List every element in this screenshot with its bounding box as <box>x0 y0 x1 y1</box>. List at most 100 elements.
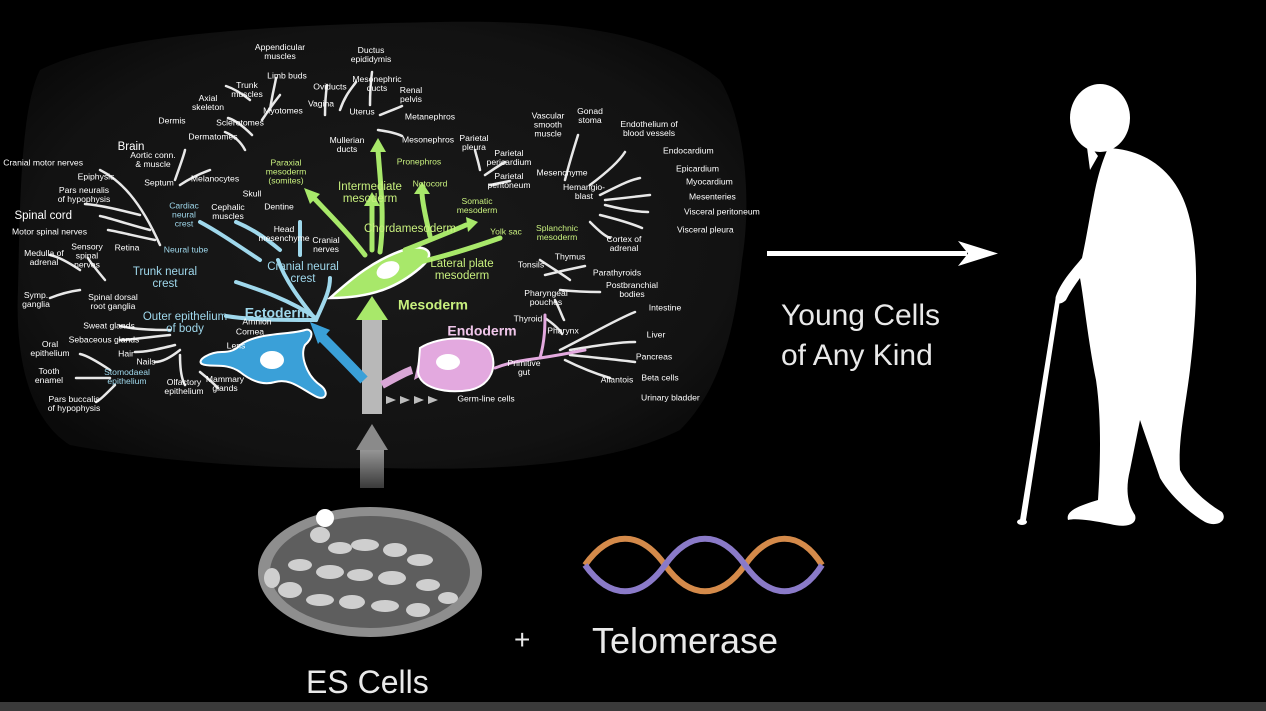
endoderm-arrow <box>380 366 414 389</box>
label-renal-pelvis: Renal pelvis <box>399 84 423 104</box>
plus-caption: + <box>514 624 531 655</box>
label-intermediate-mesoderm: Intermediate mesoderm <box>338 180 402 205</box>
label-mesonephros: Mesonephros <box>401 134 455 145</box>
right-arrow <box>767 241 998 266</box>
stem-upper-arrowhead <box>356 296 388 320</box>
label-skull: Skull <box>242 188 262 199</box>
label-mullerian-ducts: Mullerian ducts <box>329 134 365 154</box>
label-sebaceous-glands: Sebaceous glands <box>68 334 140 345</box>
label-pancreas: Pancreas <box>635 351 673 362</box>
label-notocord: Notocord <box>412 178 448 189</box>
stem-upper <box>362 318 382 414</box>
label-symp-ganglia: Symp. ganglia <box>22 289 50 309</box>
label-endoderm: Endoderm <box>447 322 517 339</box>
label-appendicular-muscles: Appendicular muscles <box>254 41 306 61</box>
label-somatic-mesoderm: Somatic mesoderm <box>456 195 498 215</box>
label-cranial-neural-crest: Cranial neural crest <box>267 260 339 285</box>
label-limb-buds: Limb buds <box>267 70 307 81</box>
label-epiphysis: Epiphysis <box>77 171 115 182</box>
label-outer-epithelium-of-body: Outer epithelium of body <box>142 310 228 335</box>
label-germ-line-cells: Germ-line cells <box>457 393 515 404</box>
label-endocardium: Endocardium <box>663 145 714 156</box>
endoderm-branches <box>493 313 587 370</box>
label-visceral-peritoneum: Visceral peritoneum <box>684 206 760 217</box>
label-ectoderm: Ectoderm <box>244 304 310 321</box>
label-oviducts: Oviducts <box>313 81 347 92</box>
label-postbranchial-bodies: Postbranchial bodies <box>605 279 659 299</box>
label-stomodaeal-epithelium: Stomodaeal epithelium <box>104 366 150 386</box>
label-retina: Retina <box>114 242 140 253</box>
label-beta-cells: Beta cells <box>641 372 679 383</box>
label-head-mesenchyme: Head mesenchyme <box>258 223 310 243</box>
label-pronephros: Pronephros <box>396 156 442 167</box>
label-visceral-pleura: Visceral pleura <box>677 224 734 235</box>
label-mesoderm: Mesoderm <box>397 296 469 313</box>
ectoderm-cell <box>199 328 327 399</box>
label-dentine: Dentine <box>264 201 294 212</box>
label-mesenteries: Mesenteries <box>689 191 736 202</box>
label-neural-tube: Neural tube <box>163 244 209 255</box>
ectoderm-branches <box>198 220 332 322</box>
label-metanephros: Metanephros <box>404 111 456 122</box>
white-branches <box>48 70 652 404</box>
label-gonad-stoma: Gonad stoma <box>577 105 603 125</box>
label-epicardium: Epicardium <box>676 163 719 174</box>
label-pars-neuralis: Pars neuralis of hypophysis <box>57 184 111 204</box>
label-vascular-smooth-muscle: Vascular smooth muscle <box>531 110 565 139</box>
label-trunk-neural-crest: Trunk neural crest <box>132 265 198 290</box>
label-cranial-nerves: Cranial nerves <box>312 234 340 254</box>
label-trunk-muscles: Trunk muscles <box>231 79 263 99</box>
label-dermis: Dermis <box>158 115 186 126</box>
label-sensory-spinal-nerves: Sensory spinal nerves <box>71 241 103 270</box>
stem-lower <box>360 448 384 488</box>
label-thyroid: Thyroid <box>513 313 543 324</box>
label-pars-buccalis: Pars buccalis of hypophysis <box>47 393 101 413</box>
label-aortic-conn: Aortic conn. & muscle <box>130 149 176 169</box>
label-melanocytes: Melanocytes <box>190 173 240 184</box>
mesoderm-arrowheads <box>304 138 478 232</box>
label-spinal-dorsal-root-ganglia: Spinal dorsal root ganglia <box>88 291 138 311</box>
label-lens: Lens <box>226 340 246 351</box>
label-cephalic-muscles: Cephalic muscles <box>211 201 245 221</box>
label-axial-skeleton: Axial skeleton <box>191 92 225 112</box>
label-myocardium: Myocardium <box>686 176 733 187</box>
young-cells-caption: Young Cells of Any Kind <box>781 299 941 372</box>
label-lateral-plate-mesoderm: Lateral plate mesoderm <box>430 257 494 282</box>
stem-lower-arrowhead <box>356 424 388 450</box>
label-nails: Nails <box>136 356 156 367</box>
label-liver: Liver <box>646 329 666 340</box>
label-tooth-enamel: Tooth enamel <box>34 365 64 385</box>
label-endothelium-blood-vessels: Endothelium of blood vessels <box>620 118 678 138</box>
label-ductus-epididymis: Ductus epididymis <box>350 44 392 64</box>
dna-double-helix <box>582 535 825 595</box>
label-oral-epithelium: Oral epithelium <box>30 338 70 358</box>
label-cranial-motor-nerves: Cranial motor nerves <box>3 157 83 168</box>
label-intestine: Intestine <box>648 302 682 313</box>
label-mesenchyme: Mesenchyme <box>536 167 588 178</box>
elderly-person-with-cane-silhouette <box>1017 84 1224 526</box>
label-yolk-sac: Yolk sac <box>490 226 522 237</box>
germ-line-arrows <box>386 396 438 404</box>
label-vagina: Vagina <box>307 98 335 109</box>
label-urinary-bladder: Urinary bladder <box>641 392 700 403</box>
label-uterus: Uterus <box>349 106 375 117</box>
label-mammary-glands: Mammary glands <box>205 373 245 393</box>
label-hemangioblast: Hemangio- blast <box>562 181 606 201</box>
es-cells-micrograph <box>258 507 482 637</box>
label-motor-spinal-nerves: Motor spinal nerves <box>12 226 87 237</box>
label-parietal-pleura: Parietal pleura <box>459 132 489 152</box>
label-sclerotomes: Sclerotomes <box>216 117 264 128</box>
label-amnion: Amnion <box>242 316 272 327</box>
label-myotomes: Myotomes <box>263 105 303 116</box>
label-cortex-of-adrenal: Cortex of adrenal <box>606 233 642 253</box>
telomerase-caption: Telomerase <box>592 620 779 661</box>
label-parietal-peritoneum: Parietal peritoneum <box>487 170 531 190</box>
label-pharyngeal-pouches: Pharyngeal pouches <box>524 287 568 307</box>
label-allantois: Allantois <box>600 374 634 385</box>
label-mesonephric-ducts: Mesonephric ducts <box>352 73 402 93</box>
label-cardiac-neural-crest: Cardiac neural crest <box>169 200 199 229</box>
label-hair: Hair <box>118 348 134 359</box>
label-brain: Brain <box>117 140 145 153</box>
label-paraxial-mesoderm: Paraxial mesoderm (somites) <box>265 157 307 186</box>
es-cells-caption: ES Cells <box>306 664 429 700</box>
